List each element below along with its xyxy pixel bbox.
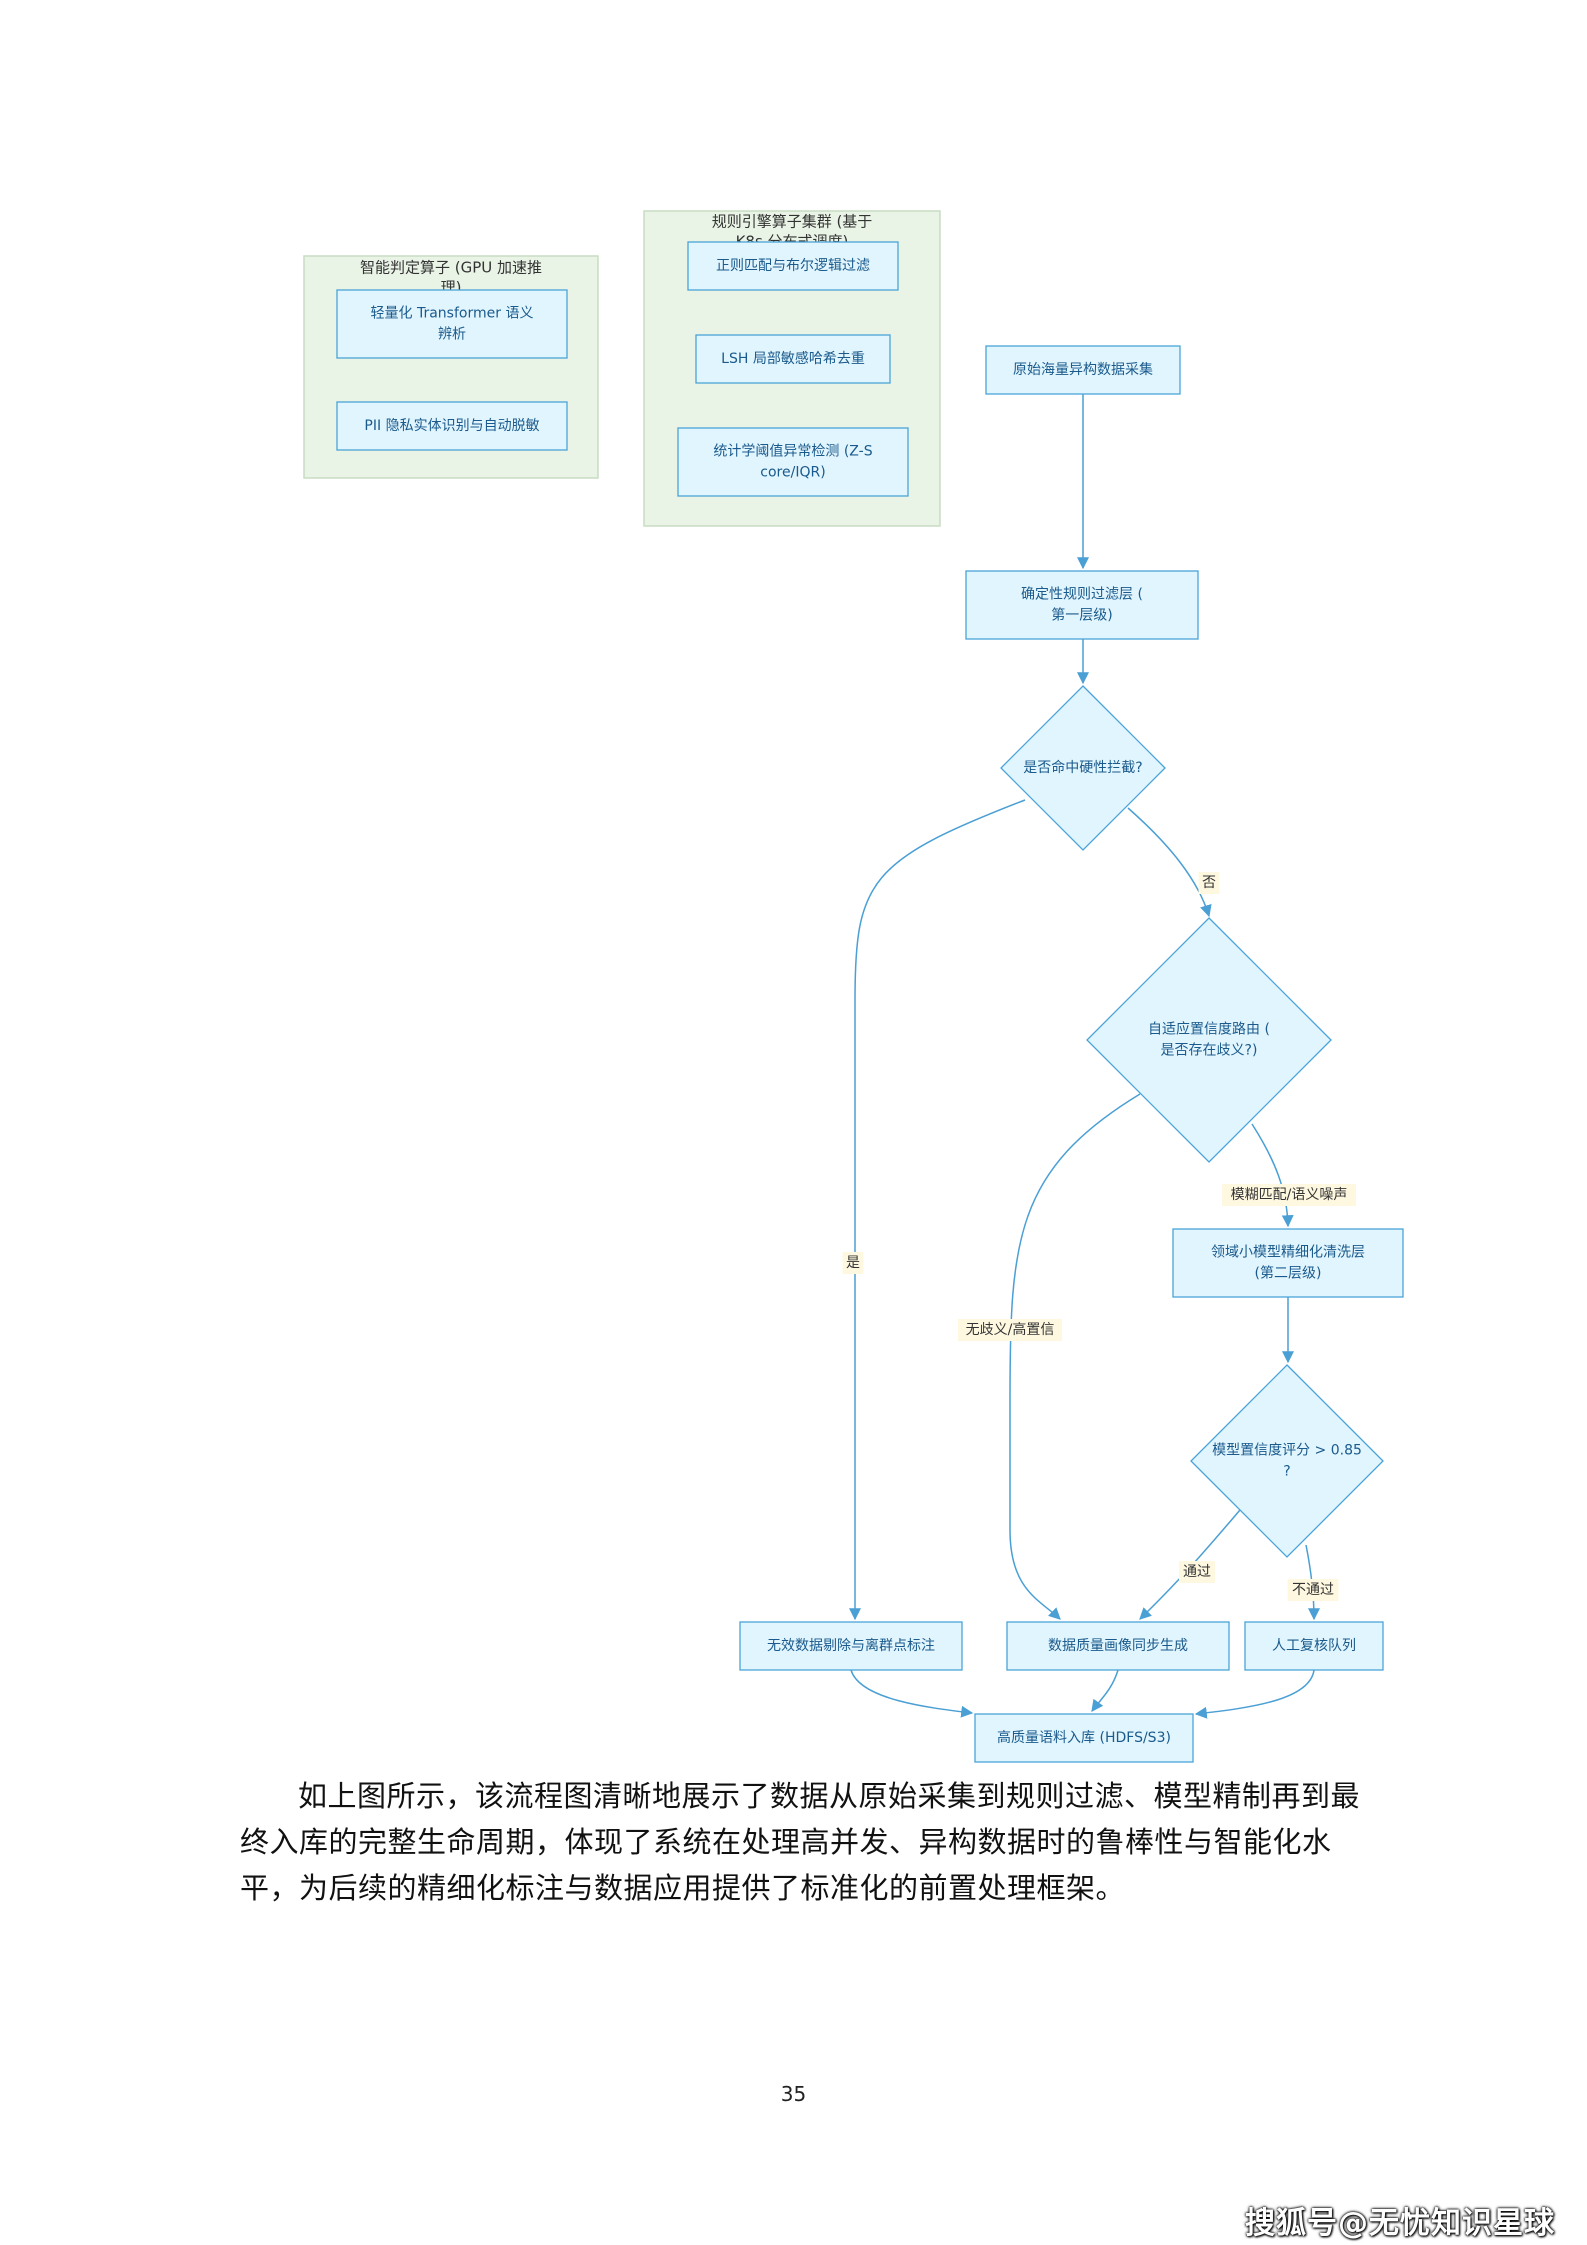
svg-text:否: 否 [1202,875,1216,891]
body-paragraph: 如上图所示，该流程图清晰地展示了数据从原始采集到规则过滤、模型精制再到最终入库的… [240,1779,1361,1905]
drop-node: 无效数据剔除与离群点标注 [739,1621,963,1671]
edge-drop-to-store [850,1669,974,1718]
node-label: 原始海量异构数据采集 [1013,361,1153,378]
profile-node: 数据质量画像同步生成 [1006,1621,1230,1671]
edge-hardblock-yes [849,799,1026,1621]
svg-text:通过: 通过 [1183,1564,1211,1580]
page-number: 35 [780,2082,807,2106]
node-label: 模型置信度评分 > 0.85? [1212,1443,1362,1480]
node-label: 无效数据剔除与离群点标注 [767,1637,935,1654]
score-decision: 模型置信度评分 > 0.85? [1190,1364,1384,1558]
svg-text:不通过: 不通过 [1292,1582,1334,1598]
node-label: 正则匹配与布尔逻辑过滤 [716,258,870,274]
source-node: 原始海量异构数据采集 [985,345,1181,395]
node-label: LSH 局部敏感哈希去重 [721,350,865,367]
node-label: 高质量语料入库 (HDFS/S3) [997,1729,1171,1746]
node-label: 数据质量画像同步生成 [1048,1638,1188,1654]
edge-label-yes: 是 [842,1252,864,1274]
review-node: 人工复核队列 [1244,1621,1384,1671]
flowchart-diagram: 智能判定算子 (GPU 加速推理)规则引擎算子集群 (基于K8s 分布式调度) … [303,210,1404,1763]
transformer-node: 轻量化 Transformer 语义辨析 [336,289,568,359]
svg-text:是: 是 [846,1255,860,1271]
hard-block-decision: 是否命中硬性拦截? [1000,685,1166,851]
edge-label-fail: 不通过 [1287,1579,1339,1601]
node-label: 自适应置信度路由 (是否存在歧义?) [1148,1021,1270,1059]
node-label: 确定性规则过滤层 (第一层级) [1021,587,1143,624]
regex-node: 正则匹配与布尔逻辑过滤 [687,241,899,291]
node-label: 人工复核队列 [1272,1637,1356,1654]
edge-label-fuzzy: 模糊匹配/语义噪声 [1222,1184,1356,1206]
pii-node: PII 隐私实体识别与自动脱敏 [336,401,568,451]
node-label: 领域小模型精细化清洗层(第二层级) [1211,1245,1365,1282]
edge-routing-fuzzy [1251,1123,1294,1228]
store-node: 高质量语料入库 (HDFS/S3) [974,1713,1194,1763]
watermark: 搜狐号@无忧知识星球 [1245,2206,1555,2241]
cluster-title: 智能判定算子 (GPU 加速推理) [360,259,542,297]
rule-layer-node: 确定性规则过滤层 (第一层级) [965,570,1199,640]
svg-text:无歧义/高置信: 无歧义/高置信 [966,1321,1055,1338]
edge-hardblock-no [1127,807,1212,918]
edge-profile-to-store [1091,1669,1119,1712]
node-label: 轻量化 Transformer 语义辨析 [371,306,534,343]
edge-label-no: 否 [1198,872,1220,894]
edge-review-to-store [1194,1669,1315,1719]
node-label: 是否命中硬性拦截? [1023,759,1142,776]
node-label: PII 隐私实体识别与自动脱敏 [364,418,539,434]
edge-label-clear: 无歧义/高置信 [958,1319,1062,1341]
routing-decision: 自适应置信度路由 (是否存在歧义?) [1086,917,1332,1163]
edge-routing-clear [1009,1093,1141,1620]
lsh-node: LSH 局部敏感哈希去重 [695,334,891,384]
edge-label-pass: 通过 [1179,1561,1215,1583]
svg-text:模糊匹配/语义噪声: 模糊匹配/语义噪声 [1231,1187,1348,1203]
clean-layer-node: 领域小模型精细化清洗层(第二层级) [1172,1228,1404,1298]
